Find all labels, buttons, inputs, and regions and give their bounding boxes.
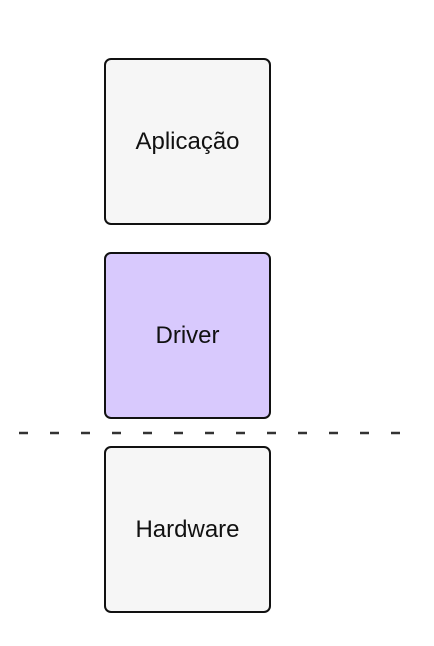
- driver-layer-box: Driver: [104, 252, 271, 419]
- application-layer-label: Aplicação: [135, 127, 240, 155]
- application-layer-box: Aplicação: [104, 58, 271, 225]
- driver-layer-label: Driver: [155, 321, 220, 349]
- hardware-layer-box: Hardware: [104, 446, 271, 613]
- user-kernel-boundary-divider: [19, 431, 420, 435]
- hardware-layer-label: Hardware: [135, 515, 240, 543]
